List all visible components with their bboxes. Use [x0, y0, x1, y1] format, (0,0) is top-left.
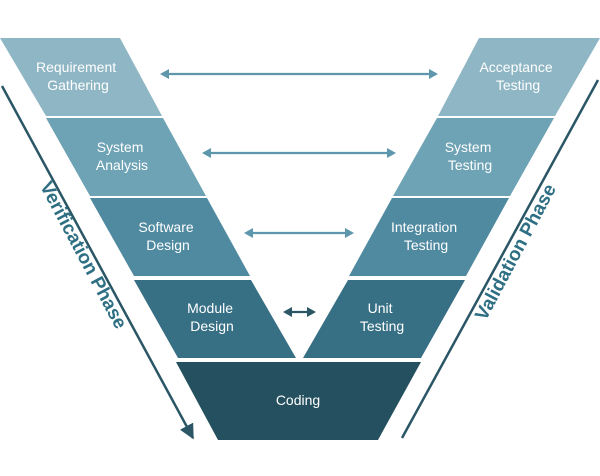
- label-software-design: Software Design: [138, 219, 197, 253]
- connector-analysis-system-testing-icon: [202, 148, 396, 158]
- stage-integration-testing: [349, 198, 509, 276]
- connector-arrows: [160, 69, 438, 317]
- stage-system-testing: [393, 118, 554, 196]
- stage-coding: [176, 362, 421, 440]
- label-unit-testing: Unit Testing: [360, 300, 404, 334]
- stage-acceptance-testing: [438, 38, 600, 116]
- label-system-analysis: System Analysis: [96, 139, 148, 173]
- stage-system-analysis: [46, 118, 206, 196]
- label-integration-testing: Integration Testing: [391, 219, 461, 253]
- connector-requirement-acceptance-icon: [160, 69, 438, 79]
- stage-module-design: [134, 280, 296, 358]
- label-module-design: Module Design: [187, 300, 237, 334]
- label-requirement-gathering: Requirement Gathering: [36, 59, 120, 93]
- stage-software-design: [90, 198, 250, 276]
- label-coding: Coding: [276, 392, 320, 408]
- label-acceptance-testing: Acceptance Testing: [479, 59, 556, 93]
- verification-phase-arrow-icon: [0, 85, 195, 440]
- connector-design-integration-icon: [244, 228, 354, 238]
- validation-phase-arrow-icon: [400, 79, 600, 439]
- connector-module-unit-icon: [283, 307, 316, 317]
- stage-requirement-gathering: [0, 38, 162, 116]
- label-system-testing: System Testing: [445, 139, 496, 173]
- stage-unit-testing: [303, 280, 465, 358]
